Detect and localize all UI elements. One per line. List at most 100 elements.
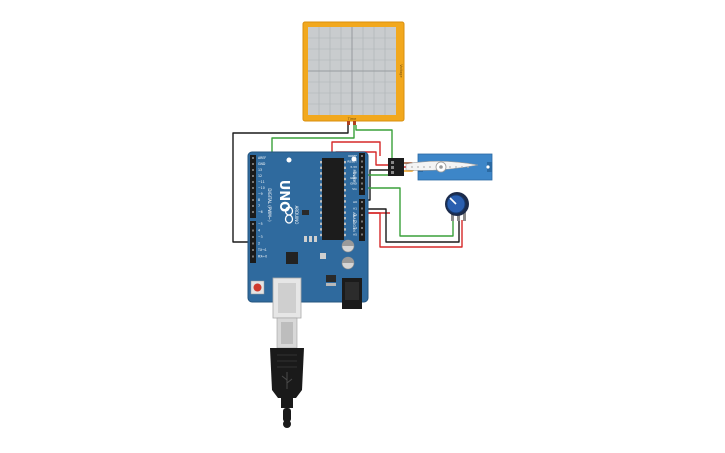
reset-button-cap[interactable] [253,283,262,292]
capacitor-stripe [342,240,354,246]
header-pin[interactable] [252,175,254,177]
header-pin[interactable] [361,155,363,157]
header-pin[interactable] [252,249,254,251]
pin-label: ~11 [258,180,265,184]
pin-label: 2 [258,242,260,246]
header-pin[interactable] [252,242,254,245]
chip-leg [320,211,322,214]
header-pin[interactable] [361,220,363,223]
chip-leg [344,161,346,164]
chip-leg [344,177,346,181]
servo-shaft-screw [439,165,443,169]
pin-label: 3.3V [350,165,358,169]
oscilloscope-time-label: Time [347,117,357,121]
wire-scope-ground[interactable] [232,125,349,243]
pin-label: 5V [353,171,358,175]
header-pin[interactable] [252,169,254,171]
usb-cable-tail [283,420,291,428]
power-header[interactable] [359,153,365,195]
chip-leg [320,233,322,237]
chip-leg [320,161,322,164]
header-pin[interactable] [252,255,254,258]
chip-leg [320,200,322,203]
header-pin[interactable] [252,223,254,225]
usb-strain-relief [281,398,293,408]
chip-leg [344,166,346,169]
pin-label: ~10 [258,186,265,190]
header-pin[interactable] [361,233,363,236]
header-pin[interactable] [361,201,363,203]
usb-plug-slot [281,322,293,344]
header-pin[interactable] [252,229,254,232]
chip-leg [344,205,346,209]
pin-label: GND [350,182,358,186]
voltage-regulator [326,275,336,282]
oscilloscope[interactable]: Voltage Time [302,21,405,125]
servo-header-block [388,158,404,176]
chip-leg [344,189,346,192]
header-pin[interactable] [252,199,254,201]
digital-header-high[interactable] [250,155,256,218]
header-pin[interactable] [361,182,363,185]
analog-header[interactable] [359,199,365,241]
oscilloscope-terminal-positive[interactable] [353,121,356,125]
pin-label: A0 [353,200,357,204]
chip-leg [320,166,322,169]
wire-pot-wiper[interactable] [362,187,454,237]
header-pin[interactable] [361,188,363,190]
potentiometer[interactable] [445,192,469,221]
chip-leg [320,205,322,209]
wire-pot-ground[interactable] [362,208,460,243]
analog-header-label: ANALOG IN [352,212,356,232]
header-pin[interactable] [252,205,254,207]
capacitor-stripe [342,257,354,263]
servo-motor[interactable] [405,153,493,181]
arduino-brand-label: ARDUINO [294,206,299,225]
barrel-jack-inner [345,282,359,300]
oscilloscope-voltage-label: Voltage [399,64,403,77]
pin-label: 7 [258,204,260,208]
usb-cable-end [283,408,291,422]
pin-label: A2 [353,213,357,217]
header-pin[interactable] [361,214,363,216]
resistor-pack [320,253,326,259]
usb-cable[interactable] [270,317,304,428]
chip-leg [320,183,322,186]
header-pin[interactable] [361,160,363,163]
header-pin[interactable] [252,157,254,159]
digital-header-low[interactable] [250,221,256,263]
led-l [304,236,307,242]
servo-header-pin [391,166,394,169]
header-pin[interactable] [252,193,254,195]
header-pin[interactable] [252,163,254,165]
mounting-hole [286,157,292,163]
header-pin[interactable] [361,177,363,179]
usb-port-inner [278,283,296,313]
wire-pot-power[interactable] [355,212,463,248]
digital-header-label: DIGITAL (PWM~) [267,188,272,222]
header-pin[interactable] [361,166,363,168]
usb-chip [286,252,298,264]
wire-scope-signal-right[interactable] [355,125,393,158]
chip-leg [344,228,346,231]
pin-label: ~6 [258,210,263,214]
header-pin[interactable] [252,187,254,189]
header-pin[interactable] [361,227,363,229]
header-pin[interactable] [361,171,363,174]
led-rx [314,236,317,242]
pot-leg [457,212,460,221]
pin-label: TX→1 [257,248,267,252]
chip-leg [320,194,322,197]
servo-horn-holes [411,166,469,168]
header-pin[interactable] [361,207,363,210]
header-pin[interactable] [252,236,254,238]
header-pin[interactable] [252,181,254,183]
oscilloscope-terminal-negative[interactable] [347,121,350,125]
header-pin[interactable] [252,211,254,213]
chip-leg [320,228,322,231]
power-header-label: POWER [352,170,356,184]
pin-label: RESET [347,160,357,164]
